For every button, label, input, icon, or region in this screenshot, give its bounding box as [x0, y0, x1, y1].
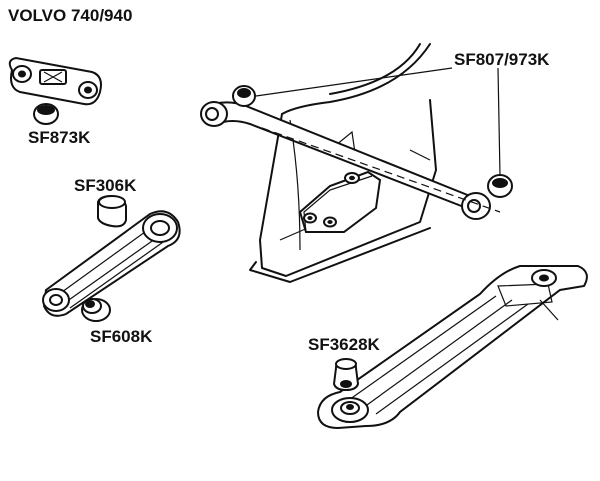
bush-sf807-973k-right	[487, 174, 513, 198]
lower-arm-part	[316, 265, 588, 430]
bush-sf807-973k-left	[232, 85, 256, 107]
bush-sf306k	[97, 194, 127, 228]
label-sf873k: SF873K	[28, 128, 91, 147]
trailing-arm-part	[200, 101, 501, 220]
bush-sf608k	[81, 298, 111, 322]
page-title: VOLVO 740/940	[8, 6, 133, 25]
reaction-rod-part	[42, 210, 181, 317]
leader-line-left-bush	[255, 67, 453, 97]
bush-sf3628k	[332, 358, 360, 392]
bush-sf873k	[33, 103, 59, 125]
label-sf807-973k: SF807/973K	[454, 50, 550, 69]
bracket-plate-part	[8, 56, 102, 106]
label-sf306k: SF306K	[74, 176, 137, 195]
label-sf608k: SF608K	[90, 327, 153, 346]
crossmember-part	[249, 43, 437, 283]
leader-line-right-bush	[497, 67, 501, 177]
label-sf3628k: SF3628K	[308, 335, 380, 354]
